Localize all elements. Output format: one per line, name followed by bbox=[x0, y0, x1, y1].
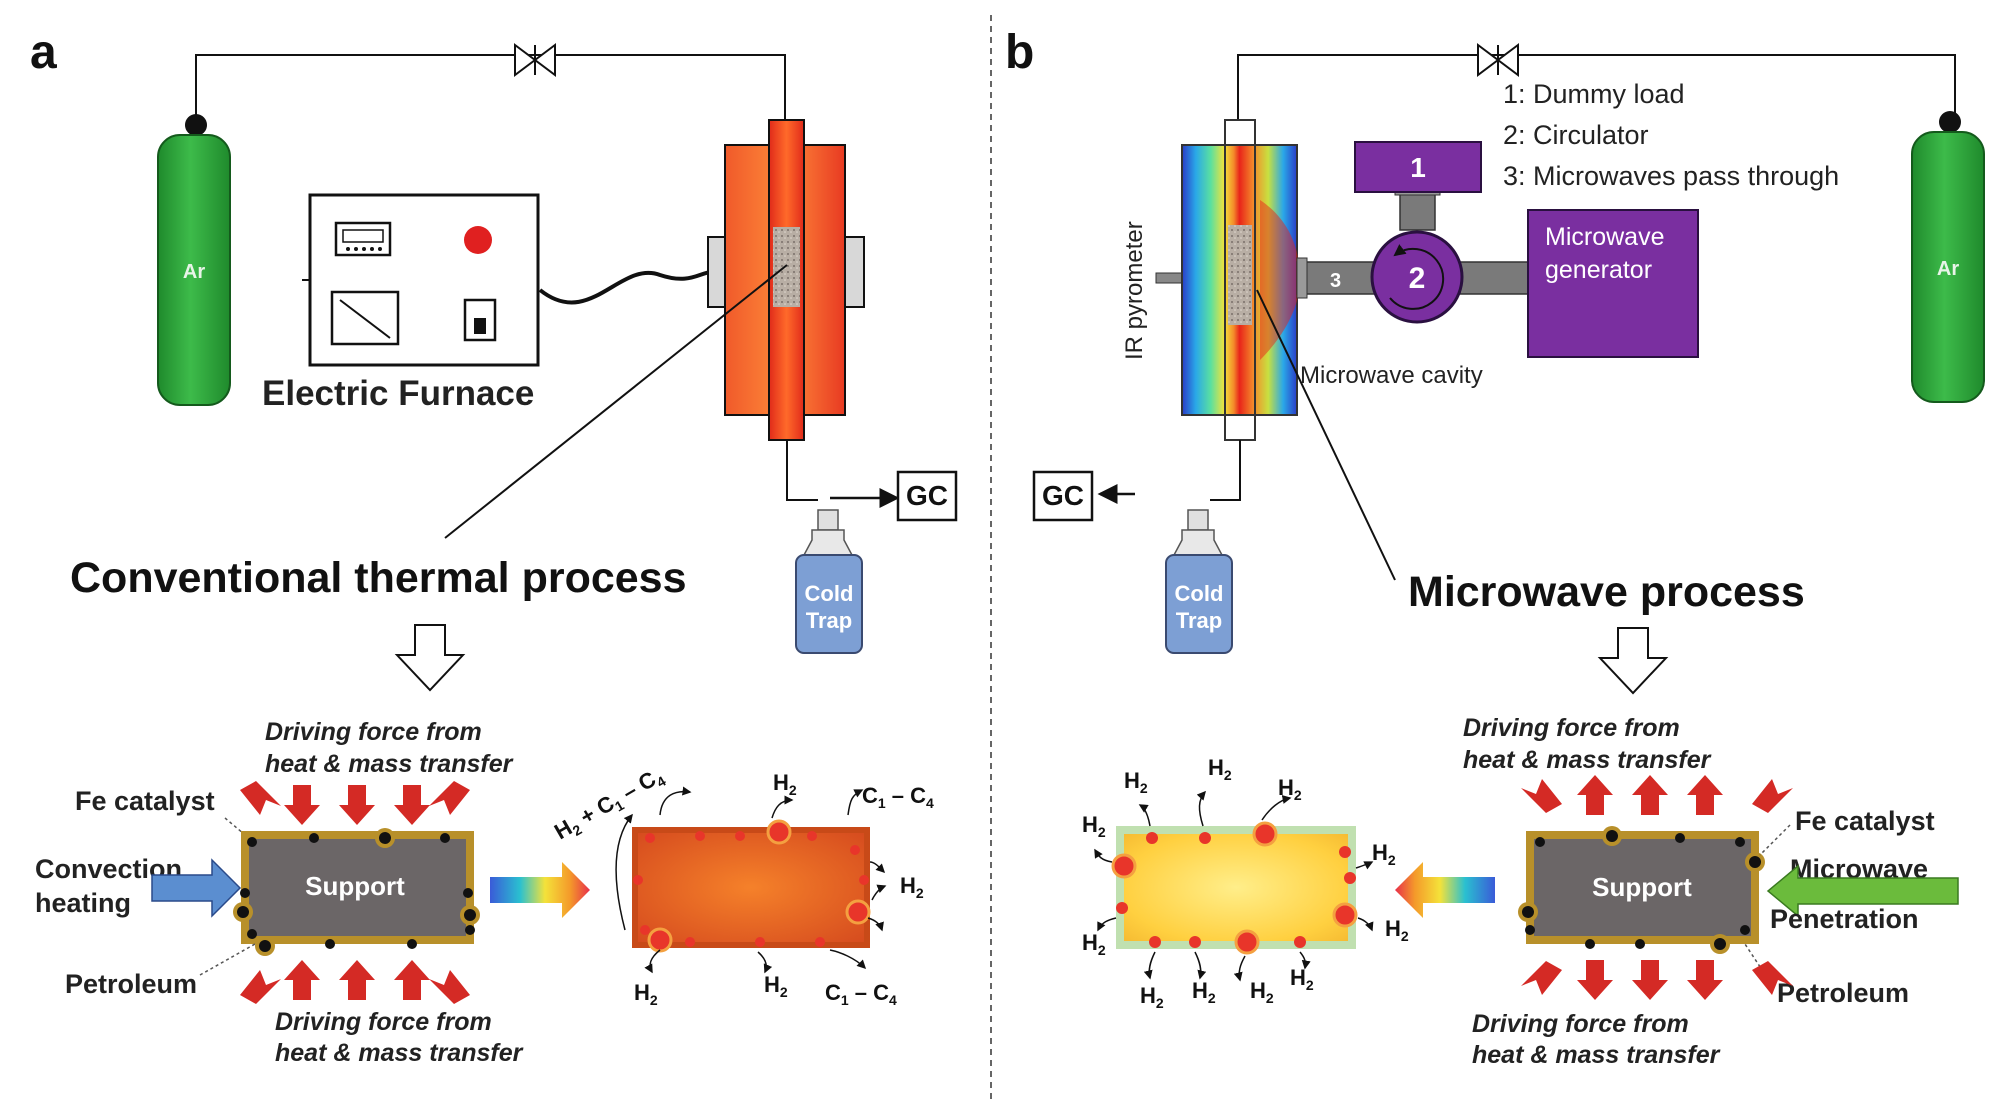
h2-label-b3: H2 bbox=[1278, 775, 1302, 803]
furnace-controller bbox=[302, 193, 540, 367]
h2-label-a3: H2 bbox=[634, 980, 658, 1008]
convection-arrow bbox=[151, 858, 242, 918]
ir-pyrometer-probe bbox=[1155, 272, 1185, 284]
pointer-line-b bbox=[1256, 289, 1396, 581]
h2-label-b8: H2 bbox=[1140, 983, 1164, 1011]
gc-label-a: GC bbox=[906, 480, 948, 511]
h2-label-b1: H2 bbox=[1124, 768, 1148, 796]
c1c4-label-a1: C1 – C4 bbox=[862, 783, 934, 811]
gas-line-b bbox=[1237, 54, 1956, 120]
petroleum-label-a: Petroleum bbox=[65, 969, 197, 999]
driving-arrows-b-bottom bbox=[1521, 960, 1793, 1000]
fe-catalyst-pointer-b bbox=[1759, 824, 1791, 856]
heated-particle-b bbox=[1111, 821, 1358, 955]
ar-cylinder-a: Ar bbox=[157, 114, 231, 406]
gas-line-a bbox=[195, 54, 786, 120]
cold-trap-label-a2: Trap bbox=[806, 608, 852, 633]
penetration-label: Penetration bbox=[1770, 904, 1919, 934]
panel-b-letter: b bbox=[1005, 26, 1034, 79]
microwave-generator: Microwave generator bbox=[1527, 209, 1699, 358]
h2-label-b6: H2 bbox=[1082, 930, 1106, 958]
support-particle-b: Support bbox=[1518, 826, 1765, 954]
valve-icon-b bbox=[1477, 43, 1519, 77]
cold-trap-label-b1: Cold bbox=[1175, 581, 1224, 606]
h2-label-b10: H2 bbox=[1250, 978, 1274, 1006]
h2-label-b11: H2 bbox=[1290, 965, 1314, 993]
cold-trap-label-a1: Cold bbox=[805, 581, 854, 606]
support-label-a: Support bbox=[305, 871, 405, 901]
ar-label-a: Ar bbox=[183, 261, 205, 283]
driving-force-a-bottom-1: Driving force from bbox=[275, 1008, 492, 1036]
cold-trap-label-b2: Trap bbox=[1176, 608, 1222, 633]
ar-label-b: Ar bbox=[1937, 258, 1959, 280]
cold-trap-a: Cold Trap bbox=[795, 509, 863, 654]
c1c4-label-a2: C1 – C4 bbox=[825, 980, 897, 1008]
dummy-load: 1 bbox=[1354, 141, 1482, 193]
product-curves-b bbox=[1094, 790, 1374, 982]
legend-item-3: 3: Microwaves pass through bbox=[1503, 161, 1839, 191]
driving-force-b-bottom-1: Driving force from bbox=[1472, 1010, 1689, 1038]
cold-trap-b: Cold Trap bbox=[1165, 509, 1233, 654]
panel-a: a Ar Electric Furnace bbox=[30, 26, 958, 1067]
product-curves-a bbox=[615, 786, 887, 974]
microwave-cavity-label: Microwave cavity bbox=[1300, 362, 1483, 389]
process-title-a: Conventional thermal process bbox=[70, 554, 687, 602]
gc-box-a bbox=[896, 470, 958, 522]
heated-particle-a bbox=[632, 819, 871, 953]
hollow-down-arrow-a bbox=[394, 624, 466, 692]
h2-label-b5: H2 bbox=[1372, 840, 1396, 868]
outlet-line-b bbox=[1210, 440, 1241, 501]
h2-label-b4: H2 bbox=[1082, 812, 1106, 840]
gc-label-b: GC bbox=[1042, 480, 1084, 511]
ar-cylinder-b: Ar bbox=[1911, 111, 1985, 403]
h2-label-b7: H2 bbox=[1385, 916, 1409, 944]
microwave-arrow bbox=[1766, 864, 1959, 918]
panel-a-letter: a bbox=[30, 26, 57, 79]
driving-arrows-a-bottom bbox=[240, 960, 470, 1004]
rainbow-arrow-b bbox=[1395, 862, 1495, 918]
driving-force-a-bottom-2: heat & mass transfer bbox=[275, 1039, 524, 1067]
driving-force-b-top-2: heat & mass transfer bbox=[1463, 746, 1712, 774]
convection-label-2: heating bbox=[35, 888, 131, 918]
ir-pyrometer-label: IR pyrometer bbox=[1121, 221, 1148, 360]
h2-label-a1: H2 bbox=[773, 770, 797, 798]
electric-furnace-label: Electric Furnace bbox=[262, 374, 534, 413]
legend-item-2: 2: Circulator bbox=[1503, 120, 1649, 150]
hollow-down-arrow-b bbox=[1597, 627, 1669, 695]
tube-furnace-a bbox=[707, 119, 865, 441]
support-particle-a: Support bbox=[233, 828, 480, 956]
valve-icon bbox=[514, 43, 556, 77]
circulator-num: 2 bbox=[1409, 262, 1426, 295]
driving-arrows-b-top bbox=[1521, 775, 1793, 815]
petroleum-label-b: Petroleum bbox=[1777, 978, 1909, 1008]
process-title-b: Microwave process bbox=[1408, 568, 1805, 616]
h2-label-b2: H2 bbox=[1208, 755, 1232, 783]
generator-label-2: generator bbox=[1545, 256, 1652, 284]
furnace-cable bbox=[538, 270, 713, 305]
driving-force-a-top-2: heat & mass transfer bbox=[265, 750, 514, 778]
gc-box-b bbox=[1032, 470, 1094, 522]
passthrough-num: 3 bbox=[1330, 270, 1341, 292]
h2-label-a2: H2 bbox=[900, 873, 924, 901]
dummy-load-num: 1 bbox=[1410, 152, 1426, 183]
panel-b: b Ar 1: Dummy load 2: Circulator 3: Micr… bbox=[1005, 26, 1985, 1069]
driving-arrows-a-top bbox=[240, 781, 470, 825]
petroleum-pointer-a bbox=[199, 943, 256, 976]
fe-catalyst-label-a: Fe catalyst bbox=[75, 786, 215, 816]
pointer-line-a bbox=[444, 264, 788, 539]
rainbow-arrow-a bbox=[490, 862, 590, 918]
support-label-b: Support bbox=[1592, 872, 1692, 902]
fe-catalyst-label-b: Fe catalyst bbox=[1795, 806, 1935, 836]
driving-force-b-bottom-2: heat & mass transfer bbox=[1472, 1041, 1721, 1069]
outlet-line-a bbox=[786, 440, 818, 501]
h2-label-a4: H2 bbox=[764, 972, 788, 1000]
legend-item-1: 1: Dummy load bbox=[1503, 79, 1685, 109]
generator-label-1: Microwave bbox=[1545, 223, 1664, 251]
h2-label-b9: H2 bbox=[1192, 978, 1216, 1006]
driving-force-a-top-1: Driving force from bbox=[265, 718, 482, 746]
microwave-cavity bbox=[1181, 119, 1300, 441]
driving-force-b-top-1: Driving force from bbox=[1463, 714, 1680, 742]
circulator: 2 bbox=[1370, 230, 1464, 324]
